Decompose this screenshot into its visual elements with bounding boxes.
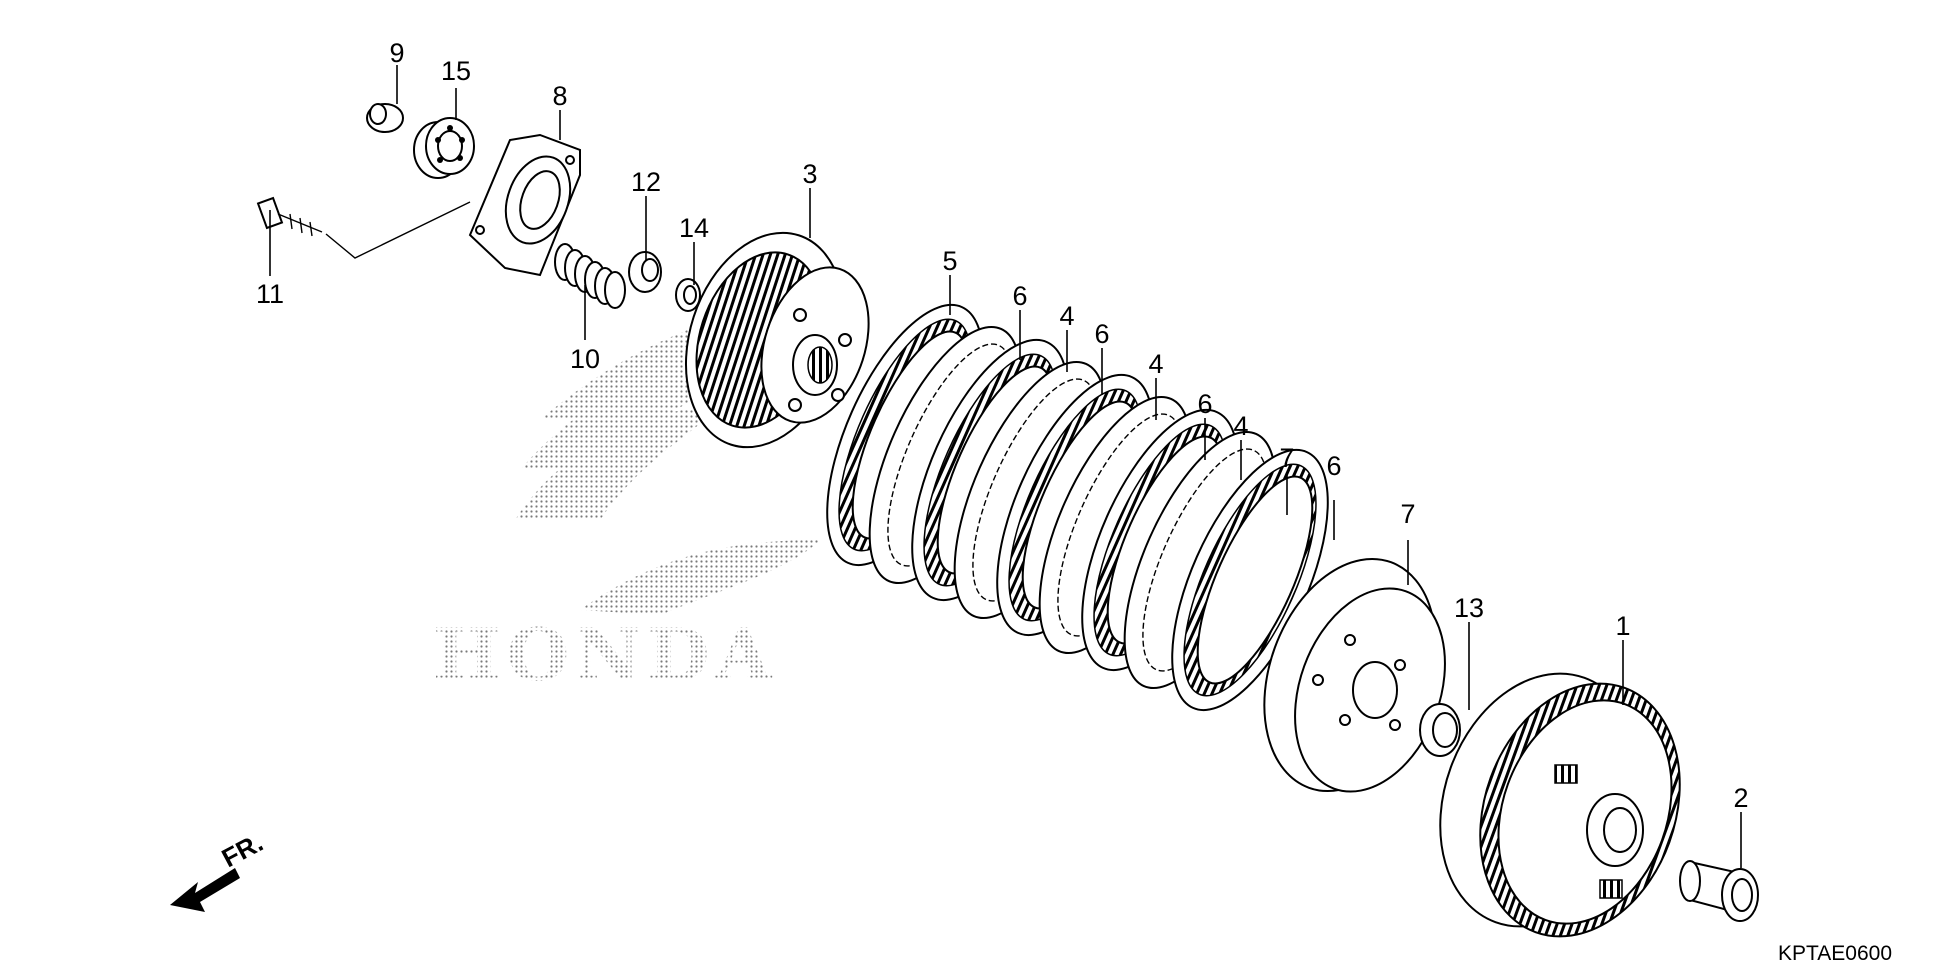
callout-4-third: 4 <box>1233 411 1248 441</box>
part-2-collar <box>1679 860 1759 922</box>
part-15-bearing <box>413 117 475 179</box>
leader-lines <box>269 65 1742 868</box>
front-direction-arrow: FR. <box>170 827 268 912</box>
callout-2: 2 <box>1733 783 1748 813</box>
front-direction-label: FR. <box>217 827 268 873</box>
part-13-washer <box>1419 703 1461 757</box>
part-7-pressure-plate <box>1263 557 1446 793</box>
callout-6-third: 6 <box>1197 389 1212 419</box>
callout-12: 12 <box>631 167 661 197</box>
wing-shape-1 <box>515 405 720 520</box>
part-8-lifter-plate <box>468 133 581 277</box>
callout-1: 1 <box>1615 611 1630 641</box>
callout-7-visible: 7 <box>1400 499 1415 529</box>
callout-4-first: 4 <box>1059 301 1074 331</box>
callout-15: 15 <box>441 56 471 86</box>
callout-6-first: 6 <box>1012 281 1027 311</box>
part-3-clutch-center <box>684 231 870 449</box>
callout-4-second: 4 <box>1148 349 1163 379</box>
callout-13: 13 <box>1454 593 1484 623</box>
callout-14: 14 <box>679 213 709 243</box>
wing-shape-4 <box>580 540 820 615</box>
callout-3: 3 <box>802 159 817 189</box>
part-10-spring <box>554 243 626 309</box>
callout-11: 11 <box>256 279 284 309</box>
part-11-bolt <box>256 196 471 259</box>
part-14-washer <box>675 278 701 312</box>
callout-6-second: 6 <box>1094 319 1109 349</box>
callout-10: 10 <box>570 344 600 374</box>
callouts: 9 15 8 11 10 12 14 3 5 6 4 6 4 6 4 7 6 7… <box>256 38 1749 813</box>
callout-5-lower: 6 <box>1326 451 1341 481</box>
drawing-code: KPTAE0600 <box>1778 942 1892 965</box>
callout-6-fourth: 7 <box>1279 443 1294 473</box>
callout-9: 9 <box>389 38 404 68</box>
part-9-cap <box>366 103 404 133</box>
callout-8: 8 <box>552 81 567 111</box>
callout-5-upper: 5 <box>942 246 957 276</box>
part-5-friction-disc-b <box>1171 448 1329 712</box>
watermark-text: HONDA <box>433 612 778 697</box>
part-1-clutch-outer <box>1439 672 1681 938</box>
part-12-nut <box>628 251 662 293</box>
